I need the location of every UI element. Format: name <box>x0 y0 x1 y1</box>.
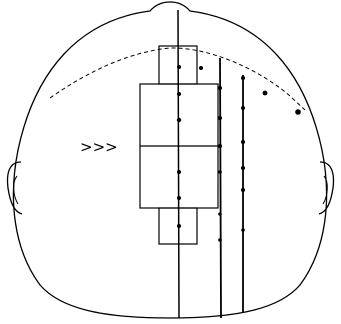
electrode-dot <box>218 144 222 148</box>
electrode-dot <box>218 170 222 174</box>
electrode-dot <box>218 86 222 90</box>
electrode-dot <box>177 92 181 96</box>
electrode-dot <box>241 188 245 192</box>
electrode-dot <box>241 76 245 80</box>
electrode-dot <box>263 91 268 96</box>
electrode-line-2 <box>220 58 221 318</box>
electrode-dot <box>218 116 222 120</box>
electrode-dot <box>177 196 181 200</box>
electrode-dot <box>241 140 245 144</box>
electrode-dot <box>199 66 203 70</box>
electrode-dot <box>218 212 222 216</box>
electrode-dot <box>218 238 222 242</box>
electrode-dot <box>177 65 181 69</box>
electrode-dot <box>177 170 181 174</box>
electrode-dot <box>295 109 301 115</box>
electrode-dot <box>177 224 181 228</box>
left-ear-inner <box>14 176 18 204</box>
electrode-dot <box>177 118 181 122</box>
electrode-dot <box>241 166 245 170</box>
electrode-dot <box>241 106 245 110</box>
electrode-dot <box>241 228 245 232</box>
marker-label: >>> <box>80 138 118 156</box>
head-outline <box>13 2 326 318</box>
midline <box>178 10 179 318</box>
